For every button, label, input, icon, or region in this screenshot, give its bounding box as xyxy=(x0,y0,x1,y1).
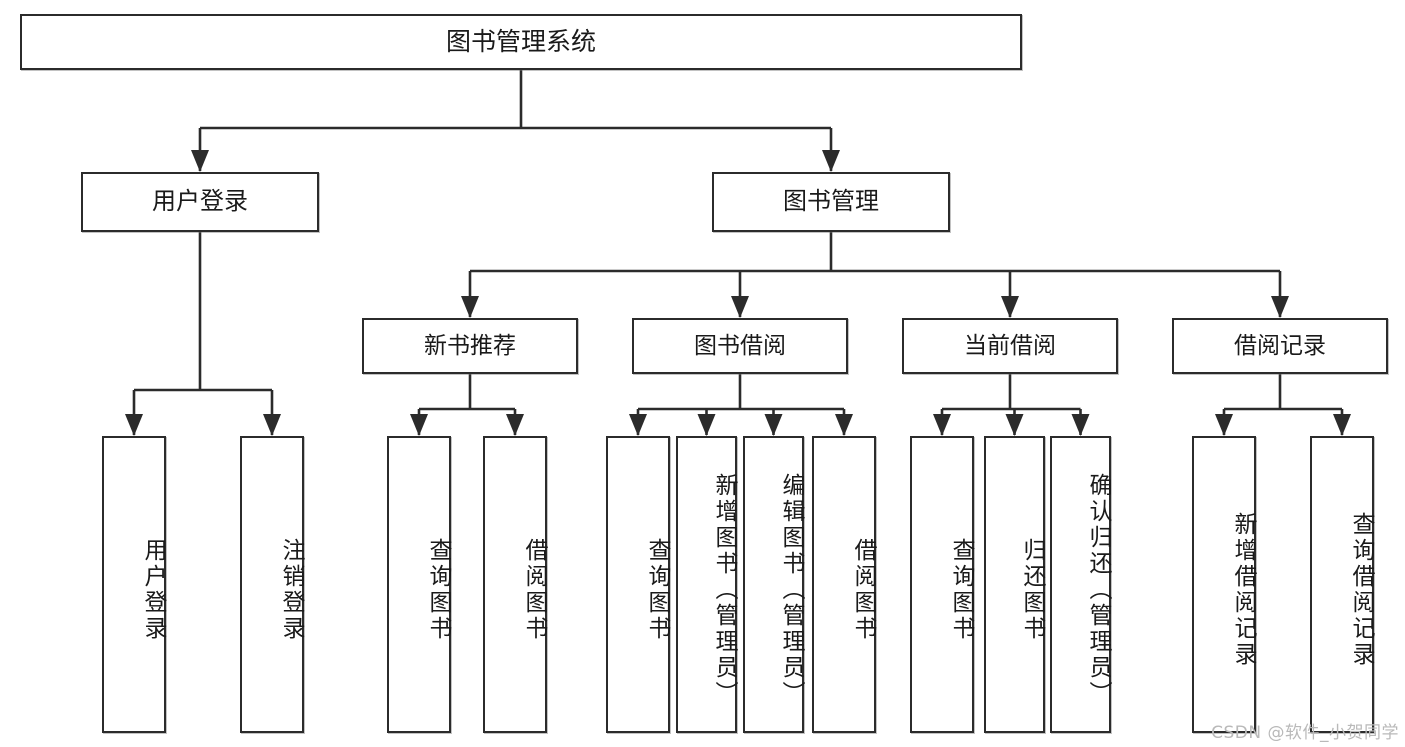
edge-arrowhead xyxy=(731,296,749,318)
node-book-manage[interactable]: 图书管理 xyxy=(712,172,950,232)
node-label: 当前借阅 xyxy=(964,332,1056,359)
node-leaf-logout[interactable]: 注销登录 xyxy=(240,436,304,733)
node-label: 借阅记录 xyxy=(1234,332,1326,359)
edge-arrowhead xyxy=(629,414,647,436)
node-label: 用户登录 xyxy=(140,537,166,642)
edge-arrowhead xyxy=(1071,414,1090,436)
watermark-text: CSDN @软件_小贺同学 xyxy=(1211,723,1399,743)
node-label: 注销登录 xyxy=(278,537,304,642)
edge-arrowhead xyxy=(822,150,840,172)
node-leaf-confirm-return[interactable]: 确认归还（管理员） xyxy=(1050,436,1111,733)
node-root-title[interactable]: 图书管理系统 xyxy=(20,14,1022,70)
node-user-login[interactable]: 用户登录 xyxy=(81,172,319,232)
node-label: 借阅图书 xyxy=(850,537,876,642)
node-label: 查询图书 xyxy=(425,537,451,642)
node-leaf-user-login[interactable]: 用户登录 xyxy=(102,436,166,733)
edge-arrowhead xyxy=(835,414,853,436)
edge-arrowhead xyxy=(263,414,281,436)
edge-arrowhead xyxy=(461,296,479,318)
node-leaf-query-record[interactable]: 查询借阅记录 xyxy=(1310,436,1374,733)
node-label: 查询图书 xyxy=(948,537,974,642)
node-leaf-borrow-book-1[interactable]: 借阅图书 xyxy=(483,436,547,733)
node-leaf-query-book-1[interactable]: 查询图书 xyxy=(387,436,451,733)
node-label: 新增借阅记录 xyxy=(1230,511,1256,668)
node-leaf-edit-book[interactable]: 编辑图书（管理员） xyxy=(743,436,804,733)
edge-arrowhead xyxy=(1333,414,1351,436)
node-borrow-record[interactable]: 借阅记录 xyxy=(1172,318,1388,374)
node-leaf-query-book-2[interactable]: 查询图书 xyxy=(606,436,670,733)
edge-arrowhead xyxy=(697,414,716,436)
node-label: 图书管理 xyxy=(783,187,879,216)
node-leaf-borrow-book-2[interactable]: 借阅图书 xyxy=(812,436,876,733)
node-label: 用户登录 xyxy=(152,187,248,216)
node-book-borrow[interactable]: 图书借阅 xyxy=(632,318,848,374)
edge-arrowhead xyxy=(1001,296,1019,318)
node-new-book-rec[interactable]: 新书推荐 xyxy=(362,318,578,374)
node-leaf-add-record[interactable]: 新增借阅记录 xyxy=(1192,436,1256,733)
node-label: 图书借阅 xyxy=(694,332,786,359)
node-current-borrow[interactable]: 当前借阅 xyxy=(902,318,1118,374)
edge-arrowhead xyxy=(410,414,428,436)
node-label: 确认归还（管理员） xyxy=(1085,472,1111,707)
node-label: 编辑图书（管理员） xyxy=(778,472,804,707)
node-label: 图书管理系统 xyxy=(445,26,596,56)
edge-arrowhead xyxy=(125,414,143,436)
node-label: 归还图书 xyxy=(1019,537,1045,642)
edge-arrowhead xyxy=(1271,296,1289,318)
node-label: 查询借阅记录 xyxy=(1348,511,1374,668)
node-label: 新增图书（管理员） xyxy=(711,472,737,707)
node-leaf-query-book-3[interactable]: 查询图书 xyxy=(910,436,974,733)
edge-arrowhead xyxy=(764,414,783,436)
edge-arrowhead xyxy=(506,414,524,436)
edge-arrowhead xyxy=(1215,414,1233,436)
node-leaf-return-book[interactable]: 归还图书 xyxy=(984,436,1045,733)
node-leaf-add-book[interactable]: 新增图书（管理员） xyxy=(676,436,737,733)
node-label: 查询图书 xyxy=(644,537,670,642)
edge-arrowhead xyxy=(933,414,951,436)
edge-arrowhead xyxy=(1005,414,1024,436)
edge-arrowhead xyxy=(191,150,209,172)
node-label: 新书推荐 xyxy=(424,332,516,359)
node-label: 借阅图书 xyxy=(521,537,547,642)
